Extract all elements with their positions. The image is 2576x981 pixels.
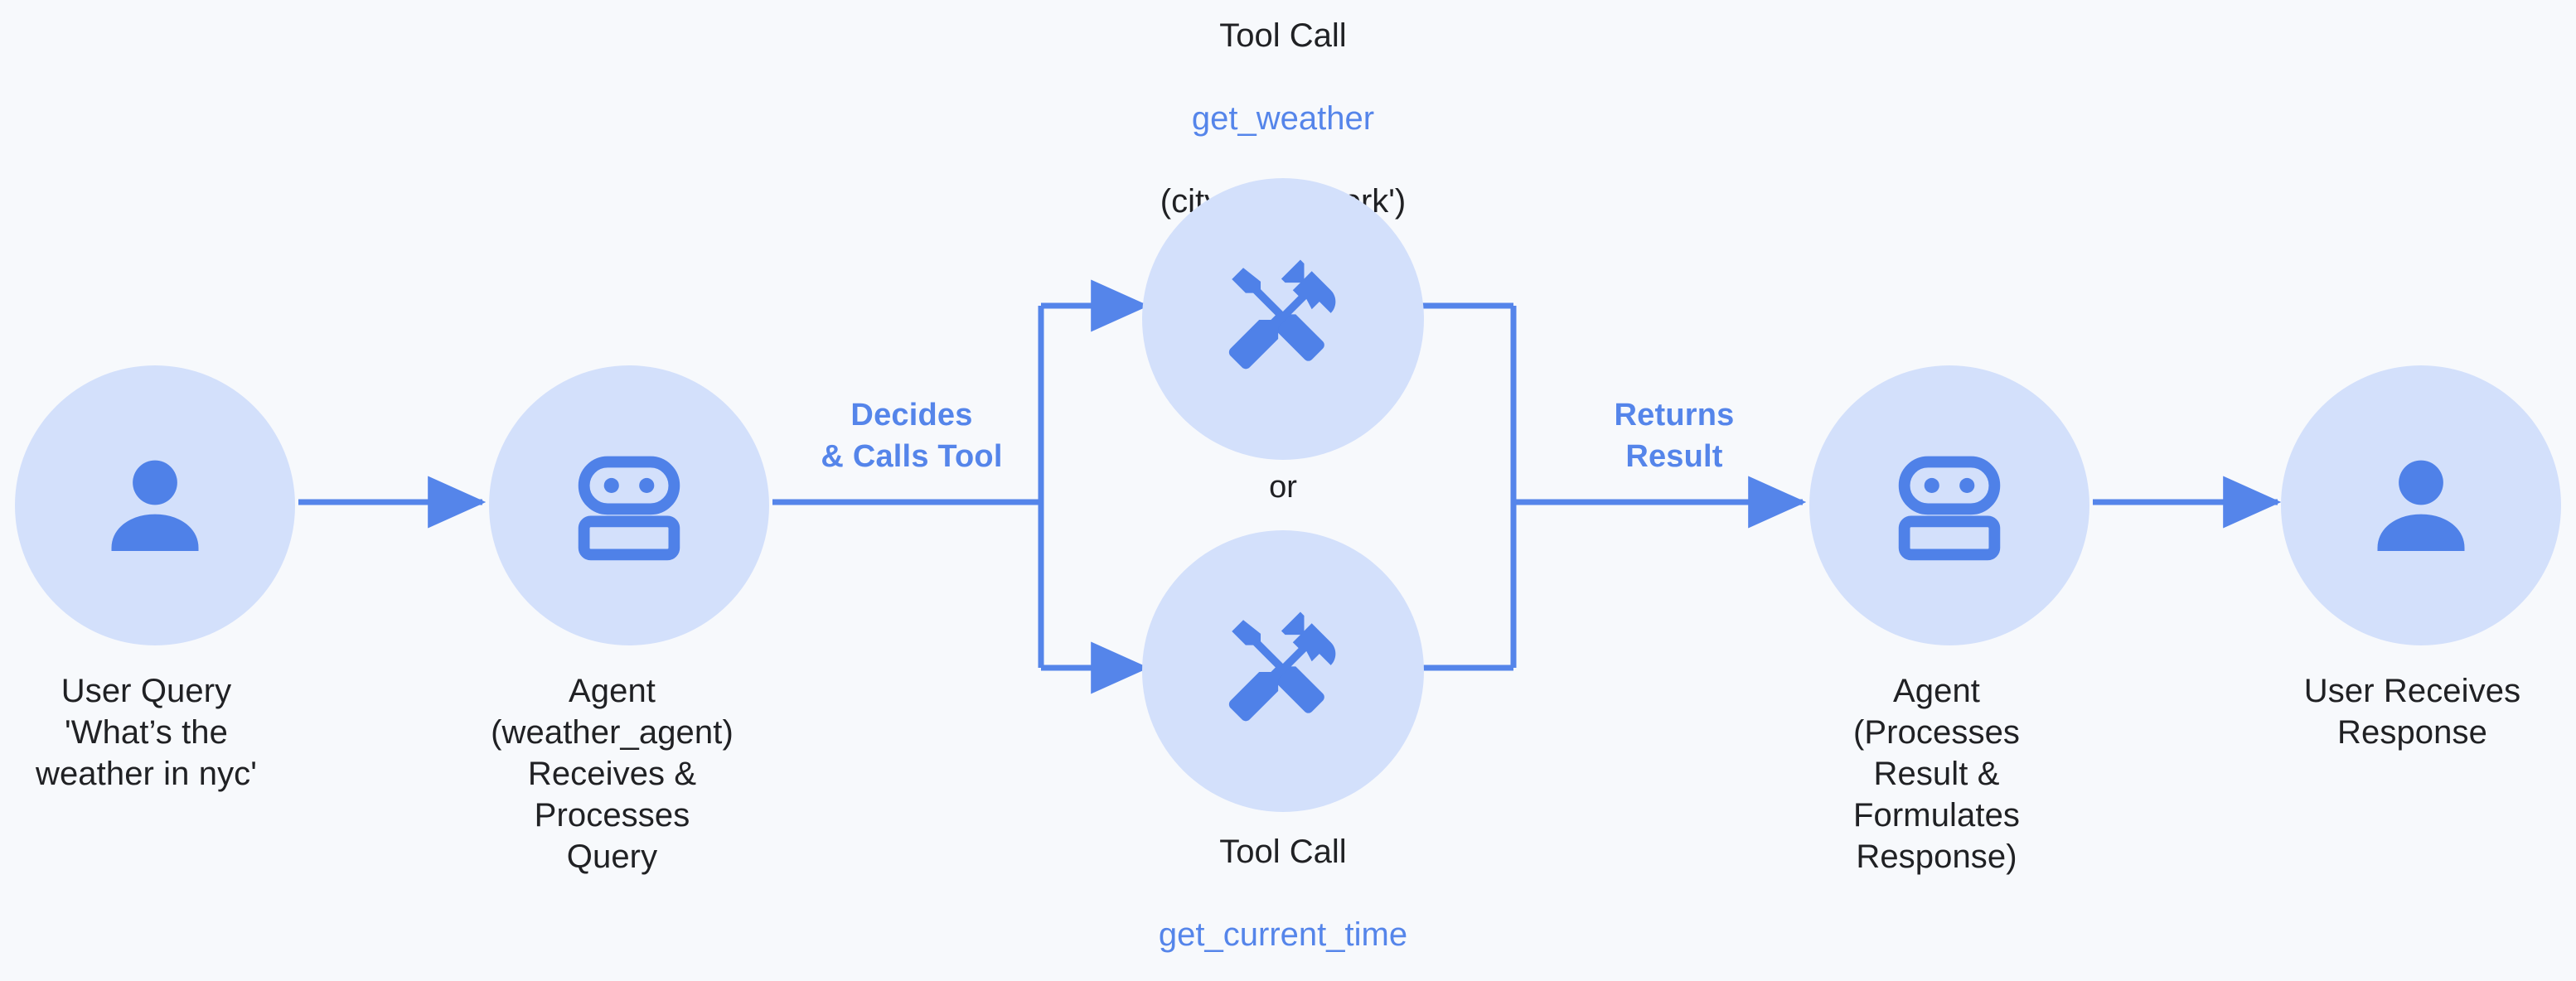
robot-icon	[567, 443, 691, 568]
tool-time-function-name: get_current_time	[1158, 916, 1408, 953]
node-agent-receive[interactable]: Agent (weather_agent) Receives & Process…	[489, 365, 769, 877]
tool-time-circle	[1142, 530, 1424, 812]
agent-respond-circle	[1809, 365, 2089, 645]
agent-respond-caption: Agent (Processes Result & Formulates Res…	[1852, 673, 2021, 875]
node-user-response[interactable]: User Receives Response	[2281, 365, 2561, 753]
node-tool-time[interactable]	[1142, 530, 1424, 812]
robot-icon	[1887, 443, 2012, 568]
tools-icon	[1218, 606, 1348, 736]
branch-separator-label: or	[1269, 470, 1297, 505]
tool-time-caption: Tool Call get_current_time	[1117, 831, 1449, 955]
tools-icon	[1218, 254, 1348, 384]
tool-weather-circle	[1142, 178, 1424, 460]
node-tool-weather[interactable]	[1142, 178, 1424, 460]
user-query-caption: User Query 'What’s the weather in nyc'	[35, 673, 258, 792]
node-user-query[interactable]: User Query 'What’s the weather in nyc'	[15, 365, 295, 795]
agent-receive-circle	[489, 365, 769, 645]
person-icon	[93, 443, 217, 568]
node-agent-respond[interactable]: Agent (Processes Result & Formulates Res…	[1809, 365, 2089, 877]
user-query-circle	[15, 365, 295, 645]
tool-weather-function-name: get_weather	[1191, 100, 1375, 137]
tool-weather-caption-line1: Tool Call	[1219, 17, 1347, 54]
tool-time-caption-line1: Tool Call	[1219, 834, 1347, 870]
user-response-circle	[2281, 365, 2561, 645]
edge-label-returns: Returns Result	[1614, 398, 1735, 474]
user-response-caption: User Receives Response	[2303, 673, 2521, 751]
edge-label-decides: Decides & Calls Tool	[821, 398, 1003, 474]
agent-receive-caption: Agent (weather_agent) Receives & Process…	[491, 673, 734, 875]
person-icon	[2359, 443, 2483, 568]
